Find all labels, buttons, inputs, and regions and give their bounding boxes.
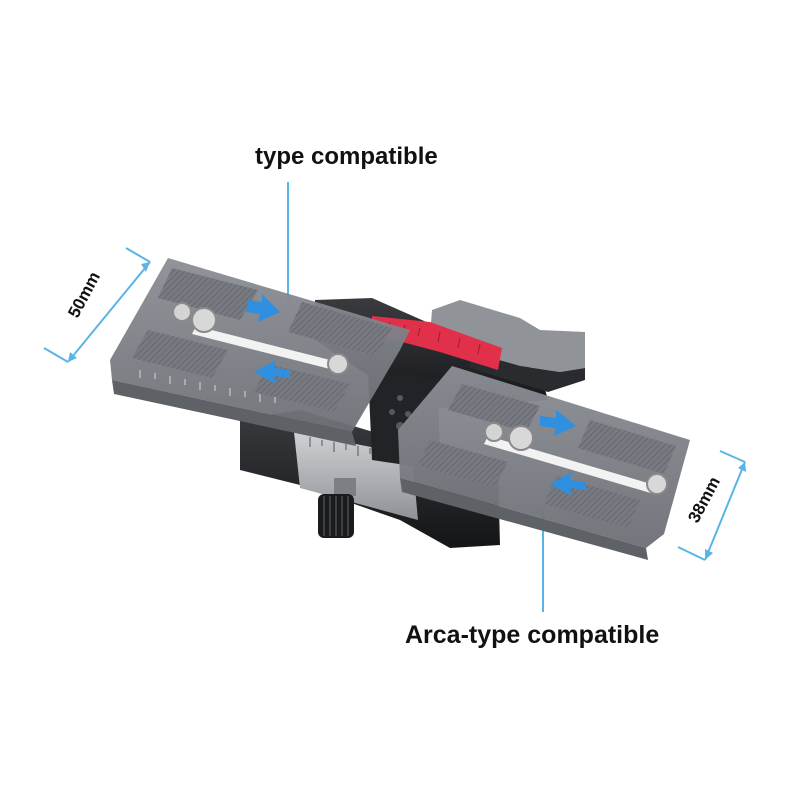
left-plate-screw-2 — [191, 307, 217, 333]
left-plate-arrow-left-icon — [254, 360, 290, 384]
right-plate-screw-2 — [508, 425, 534, 451]
left-plate-screw-3 — [327, 353, 349, 375]
left-plate-screw-1 — [172, 302, 192, 322]
dimension-arrowheads — [68, 262, 746, 560]
center-holes — [389, 395, 413, 443]
left-plate-arrow-right-icon — [246, 294, 280, 322]
left-plate — [110, 258, 410, 446]
bottom-caption: Arca-type compatible — [405, 621, 660, 649]
right-plate-screw-3 — [646, 473, 668, 495]
top-caption: type compatible — [255, 143, 438, 170]
right-plate-arrow-left-icon — [550, 472, 586, 496]
left-plate-ruler — [139, 370, 276, 403]
clamp-knob — [318, 478, 356, 538]
right-plate-arrow-right-icon — [540, 410, 576, 436]
right-plate-screw-1 — [484, 422, 504, 442]
right-plate — [398, 366, 690, 560]
